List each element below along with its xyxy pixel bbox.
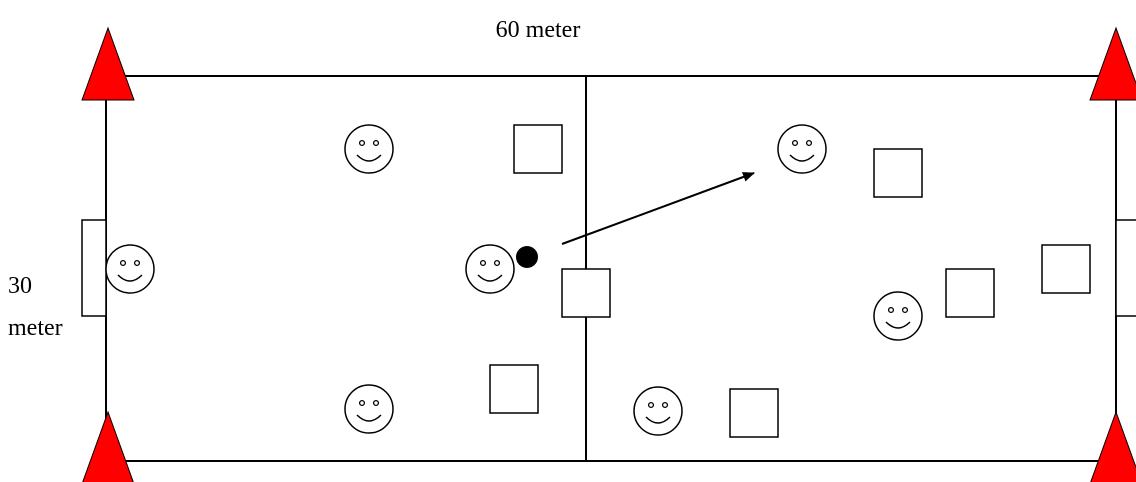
red-cone-icon — [82, 410, 134, 482]
ball-icon — [516, 246, 538, 268]
smiley-face-icon — [633, 386, 683, 436]
smiley-face-icon — [873, 291, 923, 341]
square-icon — [729, 388, 779, 438]
pass-arrow-icon — [561, 172, 755, 245]
square-icon — [945, 268, 995, 318]
right-goal — [1115, 219, 1136, 317]
square-icon — [489, 364, 539, 414]
square-icon — [513, 124, 563, 174]
smiley-face-icon — [105, 244, 155, 294]
square-icon — [1041, 244, 1091, 294]
width-value-label: 30 — [8, 273, 32, 299]
red-cone-icon — [81, 26, 135, 101]
smiley-face-icon — [344, 384, 394, 434]
smiley-face-icon — [465, 244, 515, 294]
smiley-face-icon — [777, 124, 827, 174]
red-cone-icon — [1089, 26, 1136, 101]
width-unit-label: meter — [8, 315, 63, 341]
square-icon — [873, 148, 923, 198]
red-cone-icon — [1090, 410, 1136, 482]
length-label: 60 meter — [496, 17, 581, 43]
left-goal — [81, 219, 107, 317]
smiley-face-icon — [344, 124, 394, 174]
square-icon — [561, 268, 611, 318]
